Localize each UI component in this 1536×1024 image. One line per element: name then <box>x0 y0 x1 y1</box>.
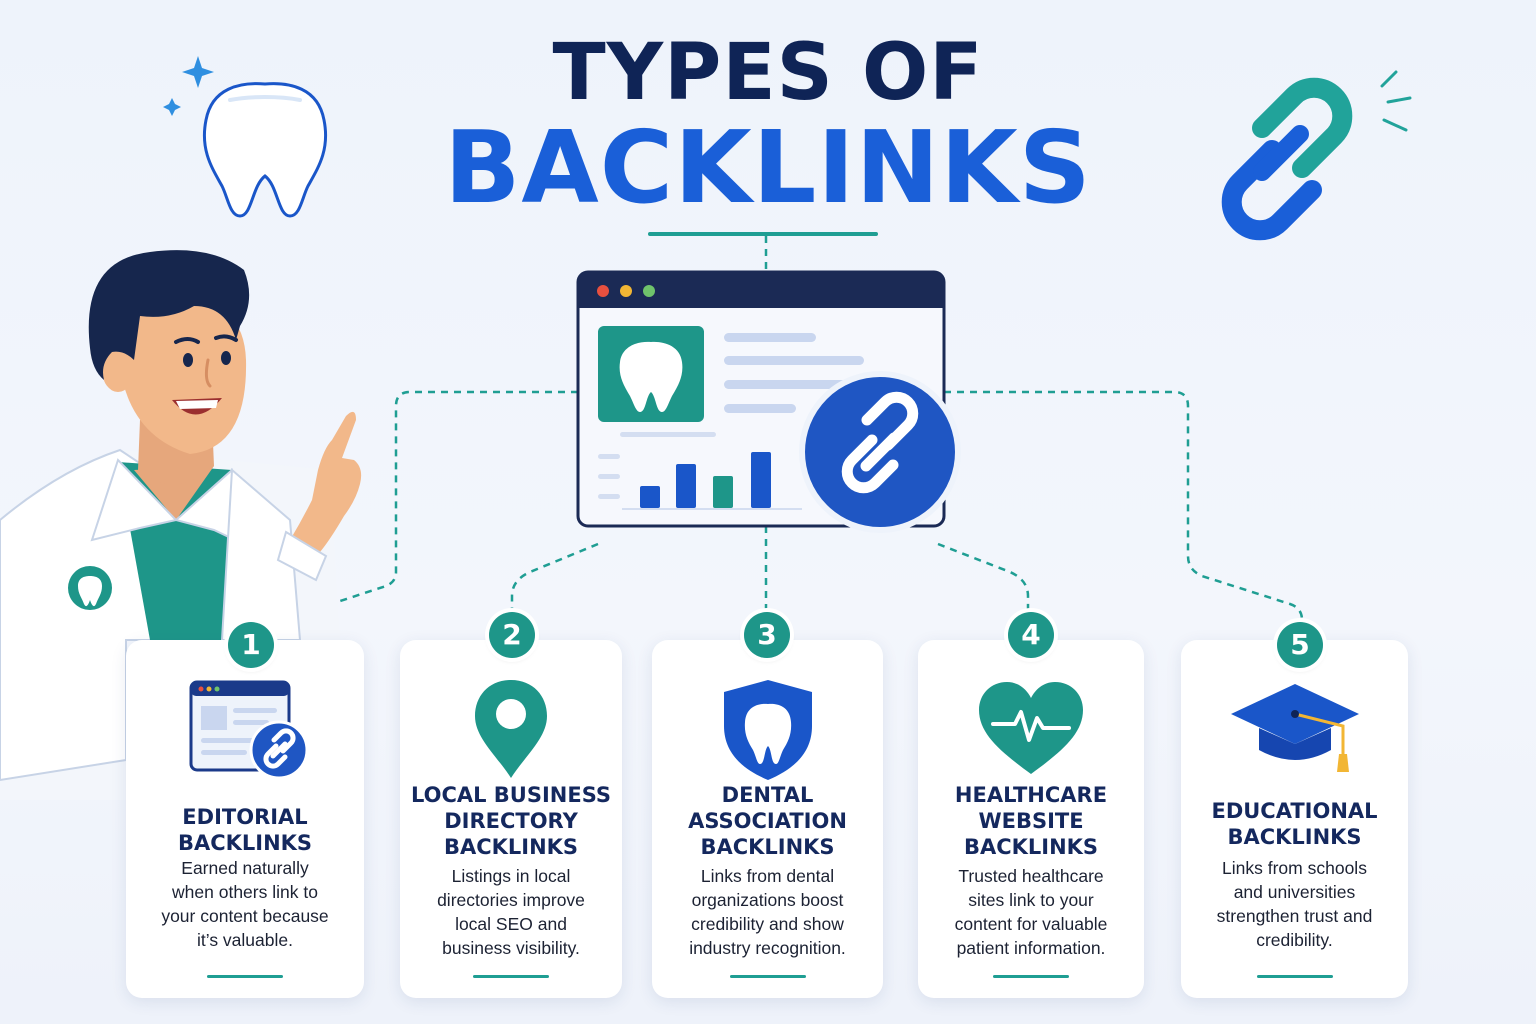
card-title-line: HEALTHCARE <box>954 783 1108 807</box>
card-description-line: strengthen trust and <box>1216 906 1373 926</box>
card-title-line: BACKLINKS <box>177 831 313 855</box>
step-number-badge: 3 <box>744 612 790 658</box>
card-description-line: your content because <box>161 906 329 926</box>
step-number-badge: 4 <box>1008 612 1054 658</box>
card-description-line: sites link to your <box>968 890 1094 910</box>
map-pin-icon <box>400 674 622 784</box>
card-title-line: LOCAL BUSINESS <box>410 783 612 807</box>
card-title-line: WEBSITE <box>978 809 1084 833</box>
card-divider <box>207 975 283 978</box>
step-number-badge: 1 <box>228 622 274 668</box>
card-description: Trusted healthcare sites link to your cont… <box>932 864 1130 960</box>
card-description-line: Links from schools <box>1222 858 1367 878</box>
heart-pulse-icon <box>918 674 1144 784</box>
card-divider <box>1256 975 1333 978</box>
card-description-line: local SEO and <box>455 914 567 934</box>
card-description-line: organizations boost <box>691 890 844 910</box>
card-divider <box>993 975 1069 978</box>
title-underline <box>648 232 878 236</box>
browser-link-icon <box>126 674 364 784</box>
card-title-line: ASSOCIATION <box>688 809 847 833</box>
card-divider <box>729 975 806 978</box>
card-description-line: content for valuable <box>954 914 1108 934</box>
card-description-line: and universities <box>1233 882 1356 902</box>
tooth-shield-icon <box>652 674 883 784</box>
card-description-line: Earned naturally <box>181 858 309 878</box>
card-description-line: it’s valuable. <box>197 930 293 950</box>
card-description-line: when others link to <box>172 882 318 902</box>
hub-browser-window <box>576 270 961 533</box>
card-description: Listings in local directories improve loca… <box>414 864 608 960</box>
card-description-line: business visibility. <box>442 938 580 958</box>
card-description-line: credibility. <box>1256 930 1333 950</box>
card-description-line: industry recognition. <box>689 938 846 958</box>
title-line-1: TYPES OF <box>552 28 984 118</box>
card-description: Earned naturally when others link to your … <box>140 856 350 952</box>
card-description-line: Links from dental <box>700 866 835 886</box>
tooth-icon <box>202 82 328 218</box>
step-number-badge: 5 <box>1277 622 1323 668</box>
card-title-line: EDUCATIONAL <box>1211 799 1378 823</box>
card-description-line: patient information. <box>956 938 1106 958</box>
card-title-line: DIRECTORY <box>444 809 578 833</box>
card-description: Links from dental organizations boost cred… <box>666 864 869 960</box>
card-title-line: BACKLINKS <box>443 835 579 859</box>
card-title-line: EDITORIAL <box>182 805 308 829</box>
dentist-character <box>0 250 362 800</box>
title-line-2: BACKLINKS <box>444 109 1092 226</box>
card-description-line: directories improve <box>437 890 585 910</box>
card-description-line: Trusted healthcare <box>958 866 1104 886</box>
card-title-line: BACKLINKS <box>1227 825 1362 849</box>
step-number-badge: 2 <box>489 612 535 658</box>
card-title-line: BACKLINKS <box>700 835 835 859</box>
graduation-cap-icon <box>1181 674 1408 784</box>
chain-link-icon <box>1221 70 1412 241</box>
card-divider <box>473 975 549 978</box>
connector-lines <box>275 236 1304 624</box>
card-description-line: credibility and show <box>691 914 844 934</box>
card-title-line: BACKLINKS <box>963 835 1099 859</box>
card-description: Links from schools and universities streng… <box>1195 856 1394 952</box>
sparkle-icon <box>163 56 214 116</box>
card-description-line: Listings in local <box>451 866 571 886</box>
card-title-line: DENTAL <box>721 783 814 807</box>
